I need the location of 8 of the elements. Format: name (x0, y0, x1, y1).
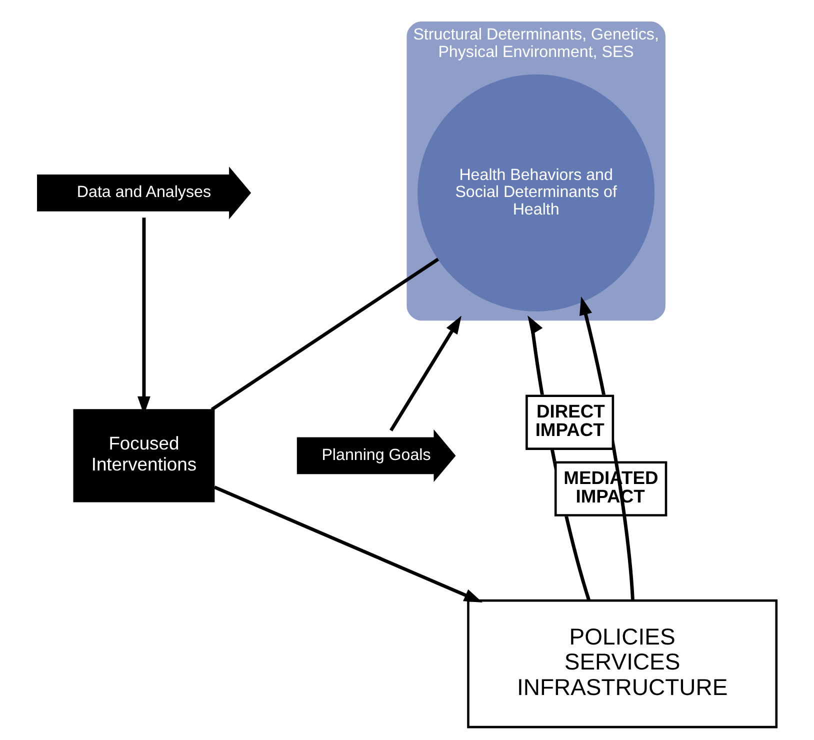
node-box: POLICIES SERVICES INFRASTRUCTURE (467, 599, 778, 728)
arrow (579, 296, 634, 601)
arrow (390, 316, 462, 432)
edge-label: DIRECT IMPACT (535, 400, 605, 440)
connector (210, 258, 440, 411)
node-box: Focused Interventions (73, 409, 215, 502)
node-circle: Health Behaviors and Social Determinants of Health (418, 74, 655, 312)
arrow (214, 486, 483, 603)
